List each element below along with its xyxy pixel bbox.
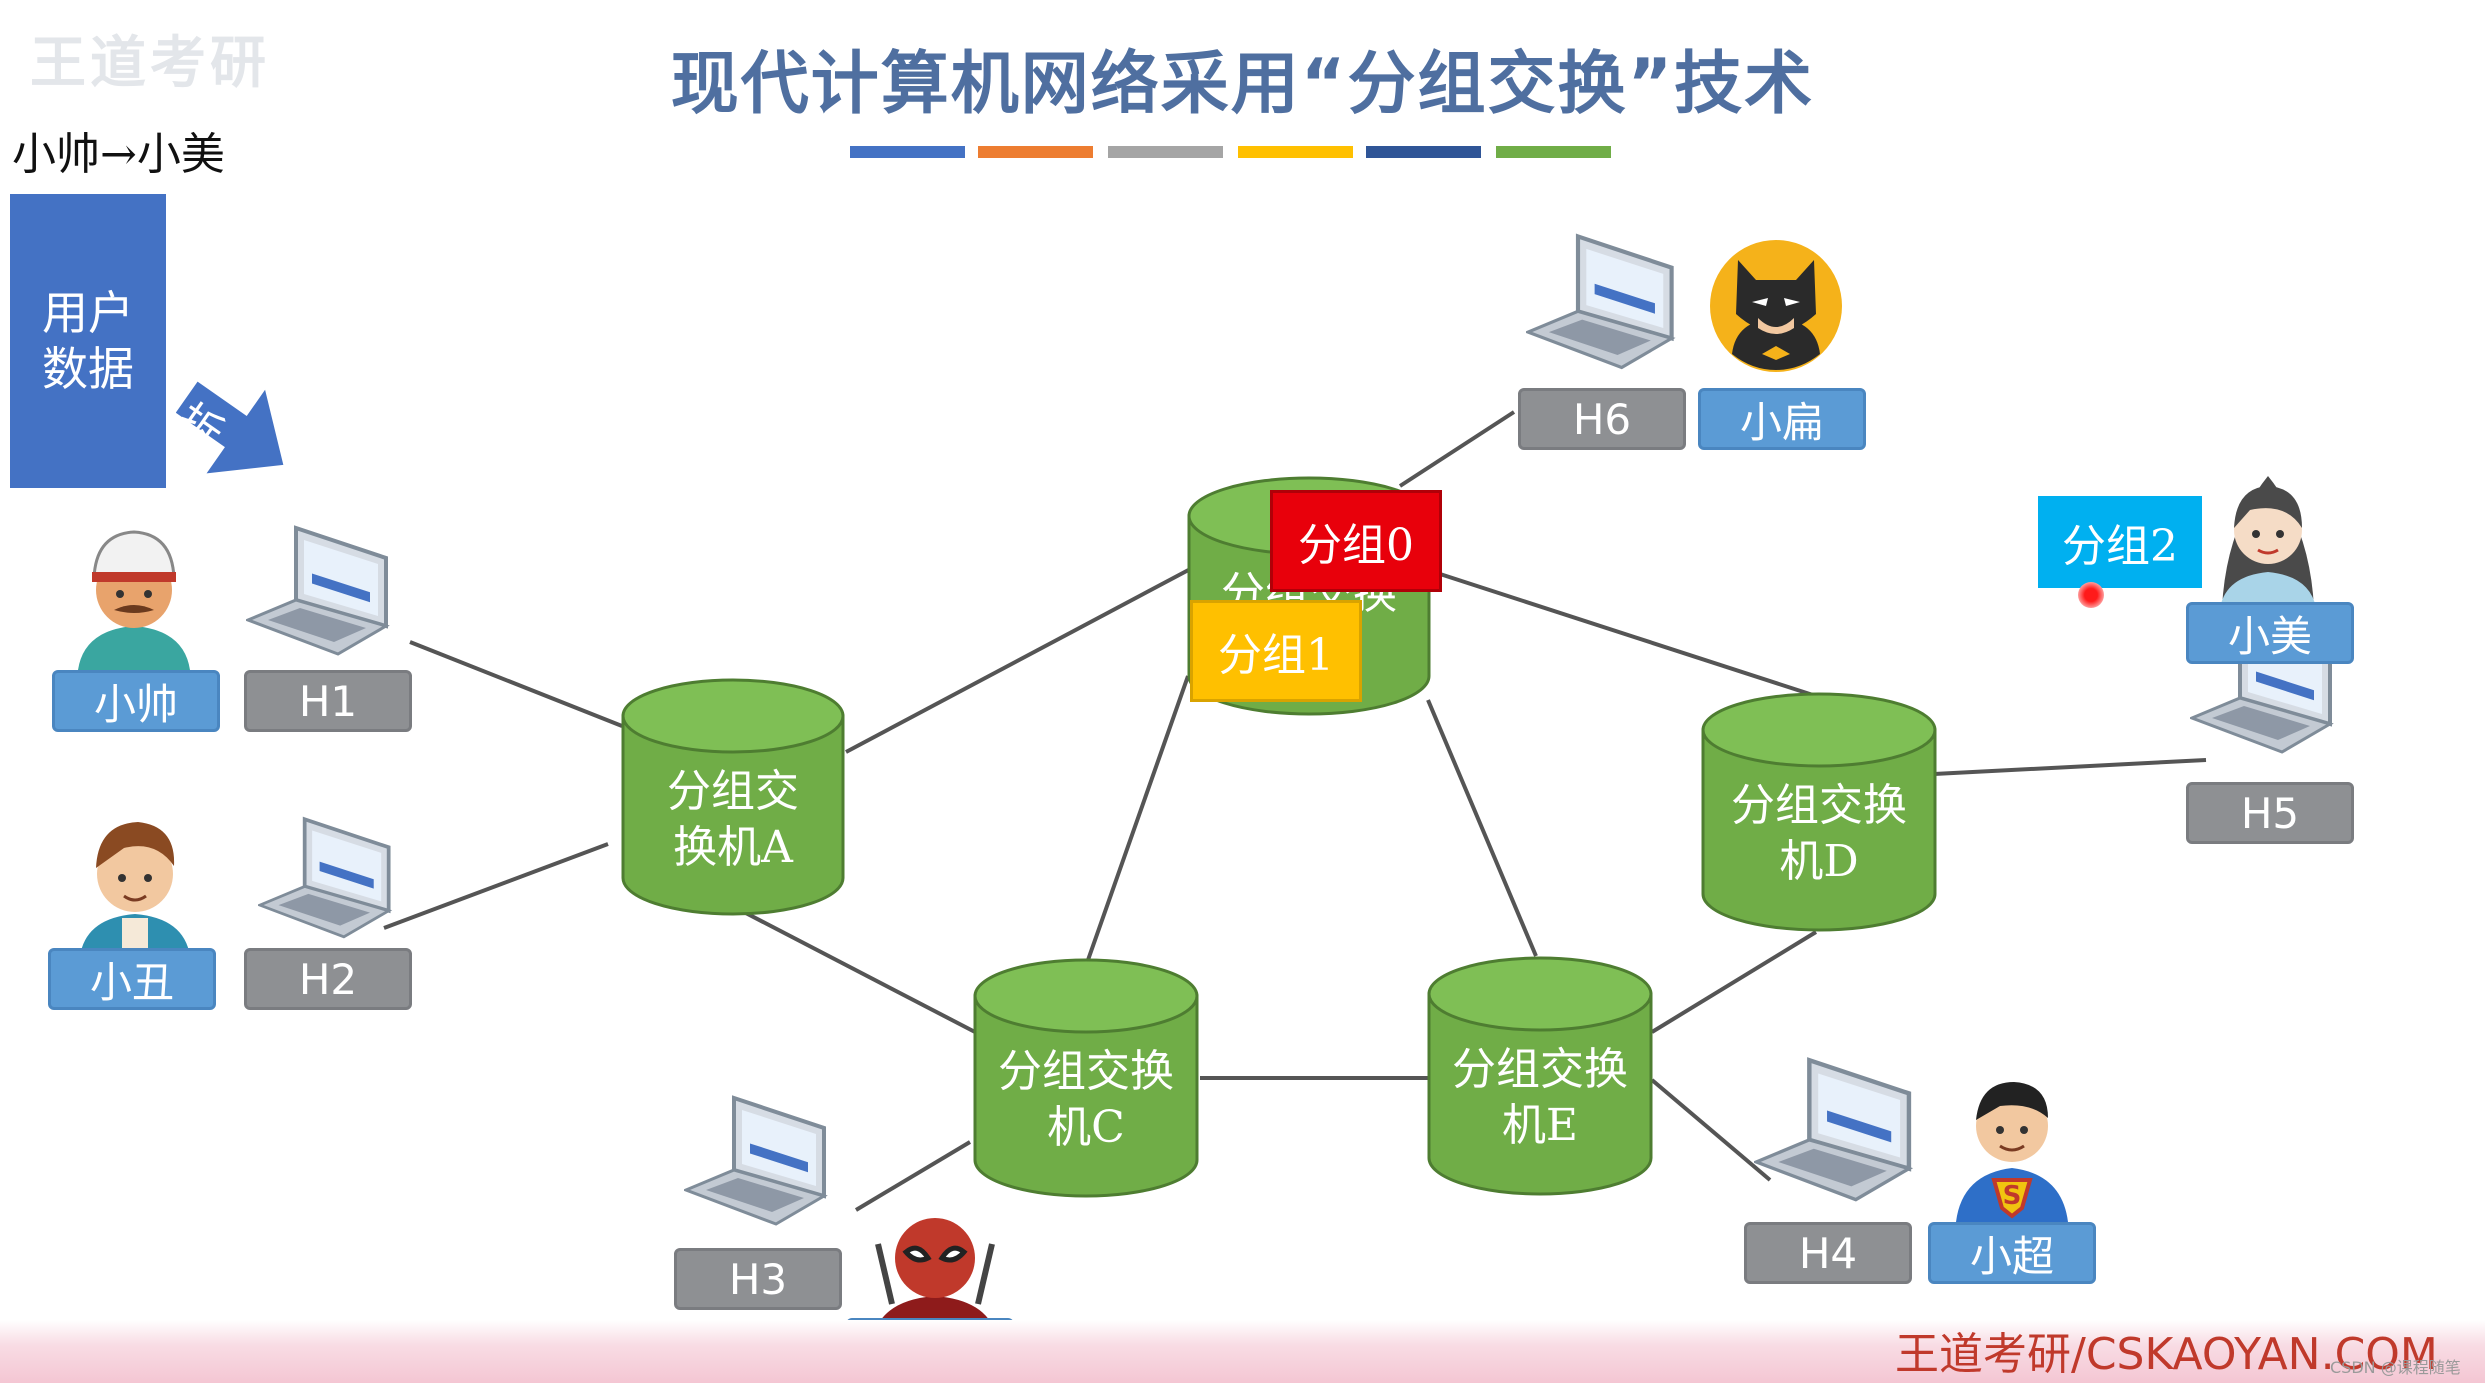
link-d-h5 bbox=[1933, 758, 2207, 776]
host-h6-tag: H6 bbox=[1518, 388, 1686, 450]
switch-a-label: 分组交换机A bbox=[667, 766, 799, 873]
xiaochou-tag: 小丑 bbox=[48, 948, 216, 1010]
cursor-pointer-dot bbox=[2078, 582, 2104, 608]
laptop-h1-icon bbox=[246, 525, 390, 656]
footer-band bbox=[0, 1320, 2485, 1383]
xiaoshuai-avatar-icon bbox=[78, 530, 190, 670]
color-bar-2 bbox=[978, 146, 1093, 158]
host-h2-tag: H2 bbox=[244, 948, 412, 1010]
packet-2-label: 分组2 bbox=[2062, 521, 2178, 572]
host-h3-tag: H3 bbox=[674, 1248, 842, 1310]
xiaochao-avatar-icon: S bbox=[1956, 1082, 2068, 1222]
color-bar-3 bbox=[1108, 146, 1223, 158]
xiaomei-avatar-icon bbox=[2220, 476, 2316, 608]
link-a-b bbox=[845, 564, 1197, 754]
laptop-h2-icon bbox=[258, 816, 393, 939]
color-bar-6 bbox=[1496, 146, 1611, 158]
route-label: 小帅→小美 bbox=[12, 129, 225, 180]
footer-brand: 王道考研/CSKAOYAN.COM bbox=[1895, 1329, 2438, 1380]
user-data-block: 用户 数据 bbox=[10, 194, 166, 488]
packet-0: 分组0 bbox=[1270, 490, 1442, 592]
link-b-e bbox=[1426, 699, 1538, 957]
link-c-h3 bbox=[854, 1140, 972, 1212]
link-h2-a bbox=[383, 842, 609, 930]
xiaomei-tag: 小美 bbox=[2186, 602, 2354, 664]
host-h4-tag: H4 bbox=[1744, 1222, 1912, 1284]
video-watermark: 王道考研 bbox=[30, 31, 270, 96]
xiaochao-tag: 小超 bbox=[1928, 1222, 2096, 1284]
switch-d-label: 分组交换机D bbox=[1731, 780, 1907, 887]
color-bar-4 bbox=[1238, 146, 1353, 158]
host-h5-tag: H5 bbox=[2186, 782, 2354, 844]
xiaochou-avatar-icon bbox=[80, 822, 190, 956]
packet-0-label: 分组0 bbox=[1298, 520, 1414, 571]
link-b-h6 bbox=[1398, 410, 1516, 488]
switch-a: 分组交换机A bbox=[620, 678, 846, 916]
link-e-d bbox=[1650, 930, 1818, 1034]
link-e-h4 bbox=[1650, 1078, 1772, 1182]
link-b-c bbox=[1086, 675, 1190, 961]
switch-e: 分组交换机E bbox=[1426, 956, 1654, 1196]
link-h1-a bbox=[409, 640, 623, 728]
user-data-label: 用户 数据 bbox=[42, 286, 134, 396]
laptop-h6-icon bbox=[1526, 233, 1676, 370]
xiaoshuai-tag: 小帅 bbox=[52, 670, 220, 732]
xiaobian-avatar-icon bbox=[1710, 240, 1842, 372]
link-a-c bbox=[739, 908, 976, 1034]
laptop-h3-icon bbox=[684, 1095, 828, 1226]
color-bar-1 bbox=[850, 146, 965, 158]
xiaohong-avatar-icon bbox=[874, 1218, 996, 1334]
packet-1-label: 分组1 bbox=[1218, 630, 1334, 681]
packet-1: 分组1 bbox=[1190, 600, 1362, 702]
slide-title: 现代计算机网络采用“分组交换”技术 bbox=[670, 45, 1815, 124]
split-arrow-icon bbox=[176, 381, 284, 474]
color-bar-5 bbox=[1366, 146, 1481, 158]
switch-d: 分组交换机D bbox=[1700, 692, 1938, 932]
packet-2: 分组2 bbox=[2038, 496, 2202, 588]
link-b-d bbox=[1439, 572, 1817, 698]
switch-c-label: 分组交换机C bbox=[998, 1046, 1174, 1153]
laptop-h4-icon bbox=[1754, 1057, 1914, 1202]
host-h1-tag: H1 bbox=[244, 670, 412, 732]
footer-credit: CSDN @课程随笔 bbox=[2330, 1358, 2461, 1377]
xiaobian-tag: 小扁 bbox=[1698, 388, 1866, 450]
switch-c: 分组交换机C bbox=[972, 958, 1200, 1198]
switch-e-label: 分组交换机E bbox=[1452, 1044, 1628, 1151]
svg-text:S: S bbox=[2003, 1181, 2022, 1211]
